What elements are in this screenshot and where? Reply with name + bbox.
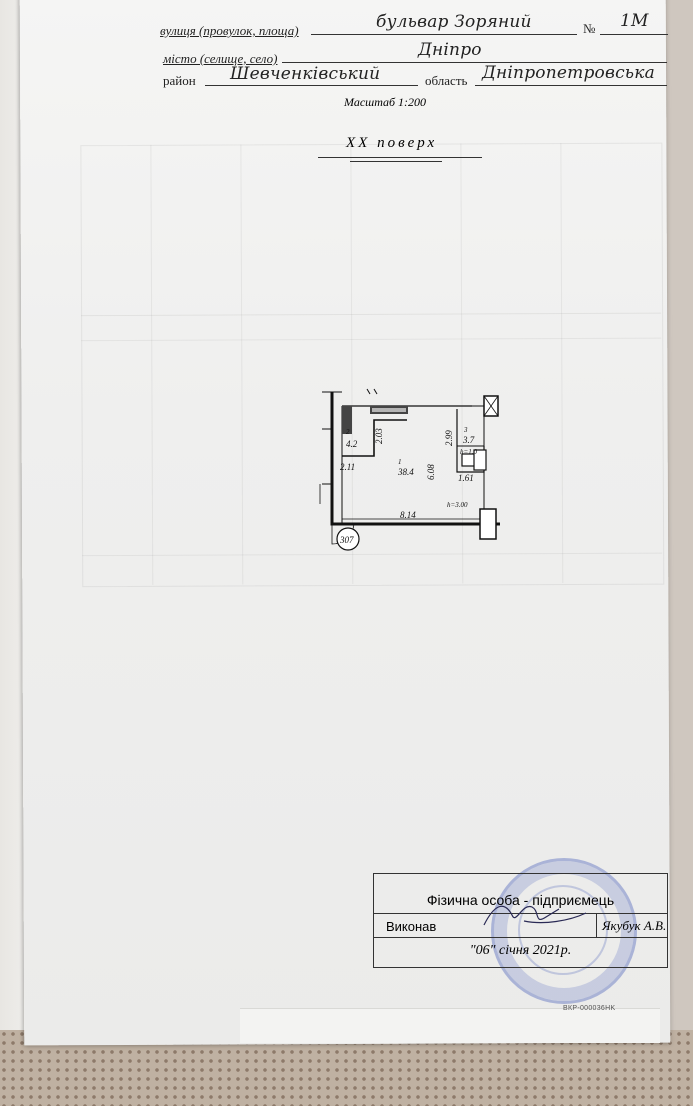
- street-value: бульвар Зоряний: [376, 12, 532, 32]
- floor-plan: 2 4.2 2.11 2.03 1 38.4 6.08 2.99 3 3.7 h…: [319, 388, 500, 551]
- street-label: вулиця (провулок, площа): [160, 23, 299, 38]
- room3-number: 3: [463, 426, 468, 434]
- number-underline: [600, 34, 668, 35]
- stamp-performer-row: Виконав Якубук А.В.: [374, 905, 667, 938]
- dim-299: 2.99: [444, 430, 454, 446]
- dim-203: 2.03: [374, 428, 384, 444]
- room2-area: 4.2: [346, 439, 358, 449]
- dim-211: 2.11: [340, 462, 355, 472]
- district-label: район: [163, 73, 196, 88]
- footer-code: ВКР-000036HK: [563, 1005, 616, 1012]
- room3-area: 3.7: [462, 435, 475, 445]
- number-label: №: [583, 21, 596, 36]
- region-label: область: [425, 73, 468, 88]
- round-seal: [491, 858, 637, 1004]
- floor-title-underline-2: [350, 161, 442, 162]
- apartment-number: 307: [339, 535, 354, 545]
- round-seal-inner: [518, 885, 608, 975]
- room1-number: 1: [398, 458, 402, 466]
- floor-title: XX поверх: [346, 135, 438, 151]
- page-bottom-edge: [240, 1008, 660, 1043]
- dim-608: 6.08: [426, 464, 436, 480]
- city-underline: [282, 62, 667, 63]
- h-main: h=3.00: [447, 501, 468, 509]
- street-underline: [311, 34, 577, 35]
- plan-walls: [319, 388, 500, 545]
- number-value: 1М: [620, 11, 649, 31]
- district-value: Шевченківський: [230, 64, 381, 84]
- signature-block: Фізична особа - підприємець Виконав Якуб…: [373, 873, 668, 968]
- region-underline: [475, 85, 667, 86]
- h-small: h=1.0: [460, 448, 477, 456]
- city-label: місто (селище, село): [163, 51, 278, 66]
- city-value: Дніпро: [418, 40, 482, 60]
- dim-161: 1.61: [458, 473, 474, 483]
- performer-label: Виконав: [386, 919, 437, 934]
- performer-name: Якубук А.В.: [602, 918, 667, 933]
- district-underline: [205, 85, 418, 86]
- scale-label: Масштаб 1:200: [344, 95, 427, 109]
- apartment-number-circle: [336, 527, 360, 551]
- handwritten-signature: [483, 905, 587, 926]
- stamp-date: "06" січня 2021р.: [469, 943, 572, 958]
- room2-number: 2: [346, 428, 350, 436]
- floor-title-underline: [318, 157, 482, 158]
- region-value: Дніпропетровська: [482, 63, 655, 83]
- stamp-title: Фізична особа - підприємець: [374, 874, 667, 914]
- performer-divider: [596, 913, 597, 937]
- dim-814: 8.14: [400, 510, 416, 520]
- room1-area: 38.4: [397, 467, 414, 477]
